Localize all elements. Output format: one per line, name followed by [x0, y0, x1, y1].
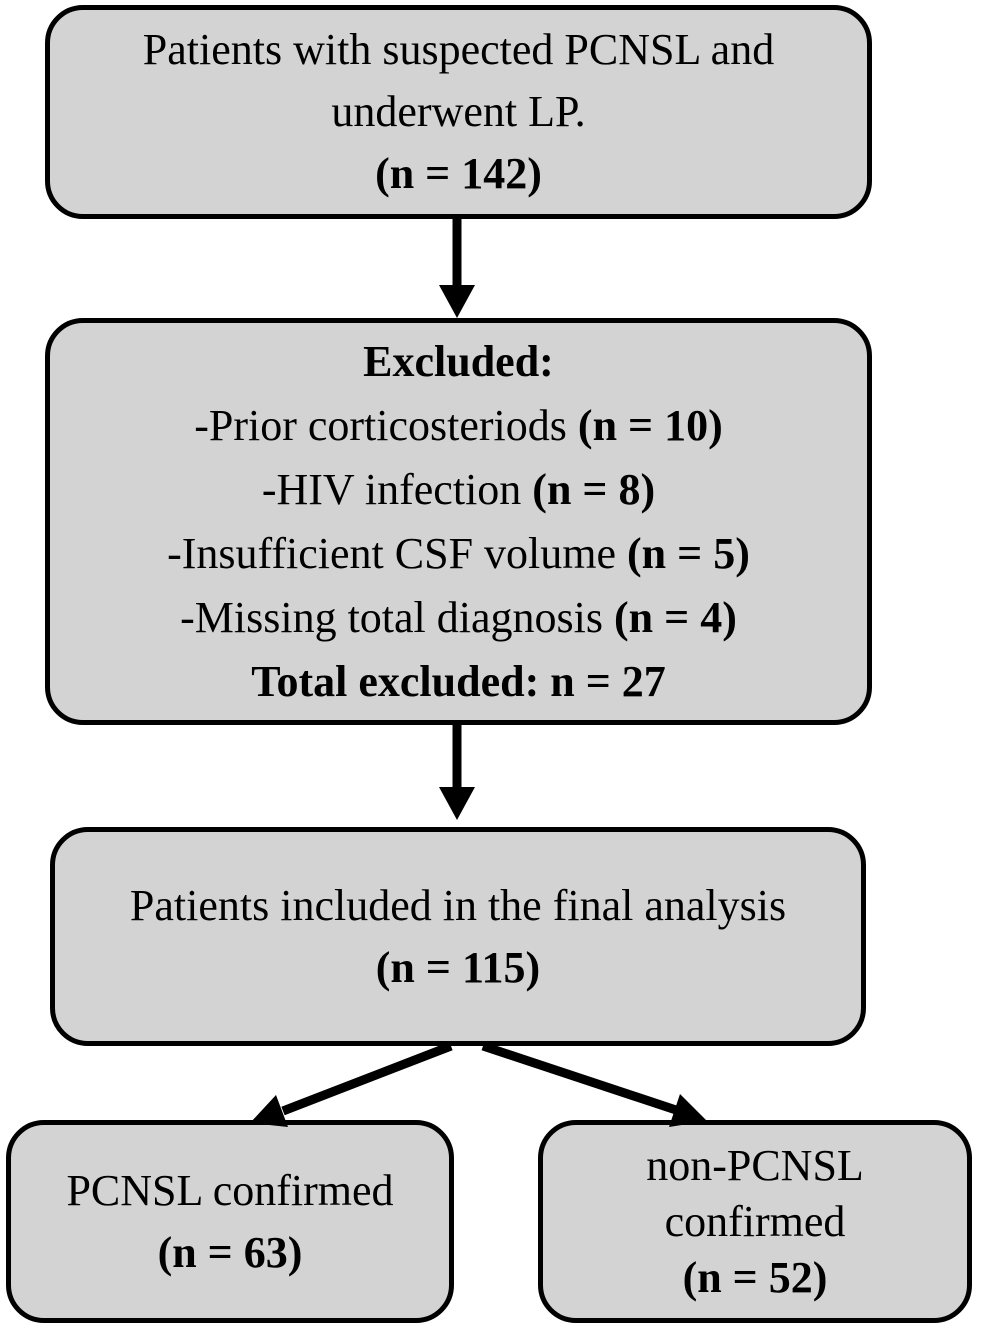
box-count: (n = 63): [157, 1227, 303, 1277]
box-text-line: non-PCNSL: [646, 1140, 864, 1190]
excluded-total: Total excluded: n = 27: [251, 656, 666, 706]
box-count: (n = 52): [682, 1252, 828, 1302]
arrow-included-to-pcnsl: [250, 1041, 453, 1127]
box-count: (n = 142): [375, 149, 542, 198]
box-text-line: Patients included in the final analysis: [129, 880, 787, 930]
arrow-suspected-to-excluded: [439, 219, 475, 318]
box-text-line: confirmed: [664, 1196, 846, 1246]
box-text-line: Patients with suspected PCNSL and: [142, 25, 775, 74]
box-count: (n = 115): [375, 942, 541, 992]
excluded-title: Excluded:: [363, 336, 554, 386]
excluded-item: -Missing total diagnosis (n = 4): [180, 592, 737, 642]
flow-box-included: Patients included in the final analysis …: [50, 827, 866, 1046]
flow-box-pcnsl-confirmed: PCNSL confirmed (n = 63): [6, 1120, 454, 1323]
excluded-item: -Insufficient CSF volume (n = 5): [167, 528, 750, 578]
excluded-item: -HIV infection (n = 8): [261, 464, 656, 514]
box-text-line: underwent LP.: [331, 87, 586, 136]
box-text-line: PCNSL confirmed: [66, 1165, 394, 1215]
excluded-item: -Prior corticosteriods (n = 10): [194, 400, 723, 450]
arrow-included-to-non-pcnsl: [481, 1041, 707, 1127]
flow-box-excluded: Excluded: -Prior corticosteriods (n = 10…: [45, 318, 872, 725]
flow-box-suspected-pcnsl: Patients with suspected PCNSL and underw…: [45, 5, 872, 219]
flow-box-non-pcnsl-confirmed: non-PCNSL confirmed (n = 52): [538, 1120, 972, 1323]
arrow-excluded-to-included: [439, 724, 475, 820]
